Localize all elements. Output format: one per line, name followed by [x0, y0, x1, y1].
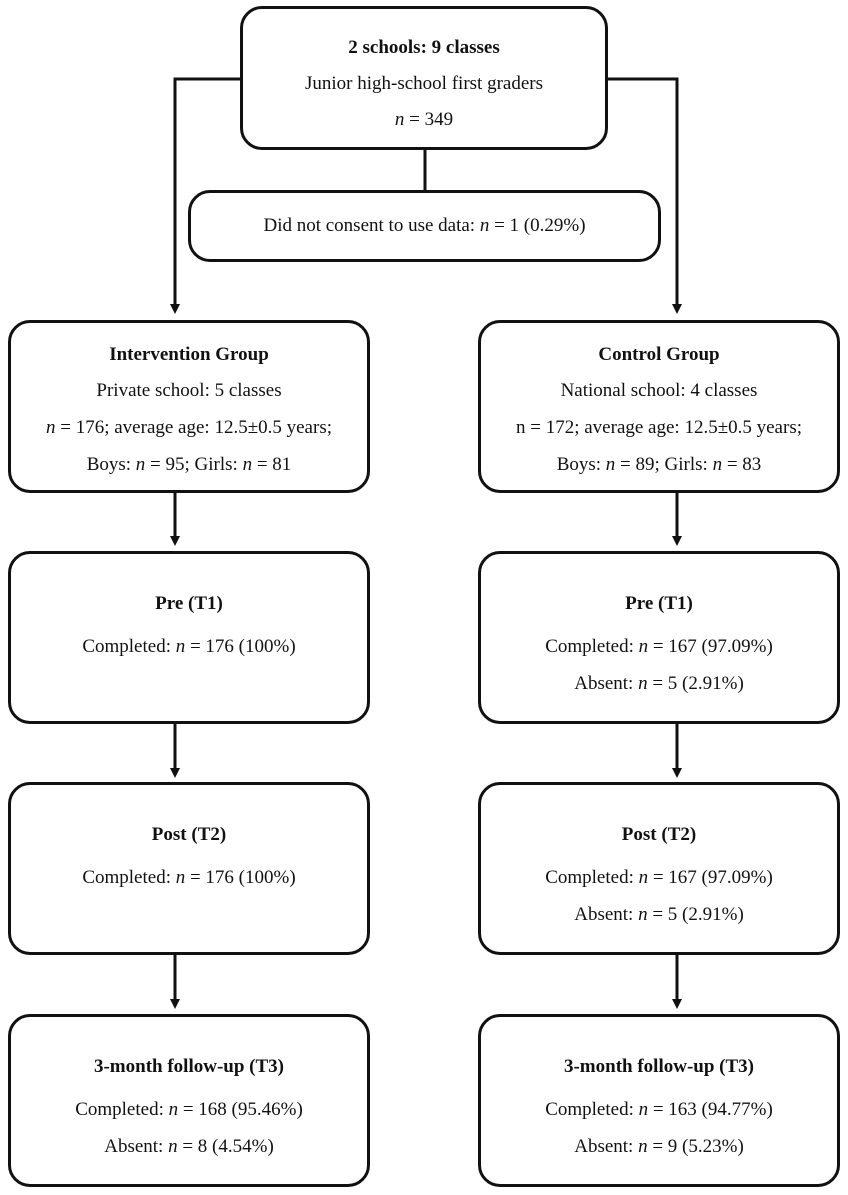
connector-top-to-control	[608, 77, 682, 314]
control-school: National school: 4 classes	[560, 380, 758, 401]
control-followup-box: 3-month follow-up (T3) Completed: n = 16…	[478, 1014, 840, 1187]
control-post-completed: Completed: n = 167 (97.09%)	[545, 867, 773, 888]
control-pre-box: Pre (T1) Completed: n = 167 (97.09%) Abs…	[478, 551, 840, 724]
intervention-group-box: Intervention Group Private school: 5 cla…	[8, 320, 370, 493]
control-post-box: Post (T2) Completed: n = 167 (97.09%) Ab…	[478, 782, 840, 955]
intervention-followup-absent: Absent: n = 8 (4.54%)	[104, 1136, 274, 1157]
control-post-absent: Absent: n = 5 (2.91%)	[574, 904, 744, 925]
enrollment-box: 2 schools: 9 classes Junior high-school …	[240, 6, 608, 150]
control-followup-title: 3-month follow-up (T3)	[563, 1056, 754, 1077]
enrollment-count: n = 349	[394, 109, 454, 130]
connector-top-to-intervention	[170, 77, 240, 314]
control-group-box: Control Group National school: 4 classes…	[478, 320, 840, 493]
exclusion-text: Did not consent to use data: n = 1 (0.29…	[263, 215, 586, 236]
intervention-pre-box: Pre (T1) Completed: n = 176 (100%)	[8, 551, 370, 724]
control-pre-title: Pre (T1)	[625, 593, 693, 614]
intervention-followup-completed: Completed: n = 168 (95.46%)	[75, 1099, 303, 1120]
intervention-post-completed: Completed: n = 176 (100%)	[82, 867, 296, 888]
intervention-post-title: Post (T2)	[151, 824, 227, 845]
intervention-pre-completed: Completed: n = 176 (100%)	[82, 636, 296, 657]
intervention-followup-title: 3-month follow-up (T3)	[93, 1056, 284, 1077]
intervention-pre-title: Pre (T1)	[155, 593, 223, 614]
intervention-n-age: n = 176; average age: 12.5±0.5 years;	[46, 417, 332, 438]
control-title: Control Group	[598, 344, 720, 365]
intervention-post-box: Post (T2) Completed: n = 176 (100%)	[8, 782, 370, 955]
control-pre-absent: Absent: n = 5 (2.91%)	[574, 673, 744, 694]
control-followup-absent: Absent: n = 9 (5.23%)	[574, 1136, 744, 1157]
control-followup-completed: Completed: n = 163 (94.77%)	[545, 1099, 773, 1120]
intervention-school: Private school: 5 classes	[96, 380, 282, 401]
exclusion-box: Did not consent to use data: n = 1 (0.29…	[188, 190, 661, 262]
control-sex: Boys: n = 89; Girls: n = 83	[556, 454, 762, 475]
enrollment-title: 2 schools: 9 classes	[348, 37, 500, 58]
enrollment-subtitle: Junior high-school first graders	[305, 73, 543, 94]
intervention-sex: Boys: n = 95; Girls: n = 81	[86, 454, 292, 475]
intervention-followup-box: 3-month follow-up (T3) Completed: n = 16…	[8, 1014, 370, 1187]
control-n-age: n = 172; average age: 12.5±0.5 years;	[516, 417, 802, 438]
control-pre-completed: Completed: n = 167 (97.09%)	[545, 636, 773, 657]
intervention-title: Intervention Group	[109, 344, 269, 365]
control-post-title: Post (T2)	[621, 824, 697, 845]
